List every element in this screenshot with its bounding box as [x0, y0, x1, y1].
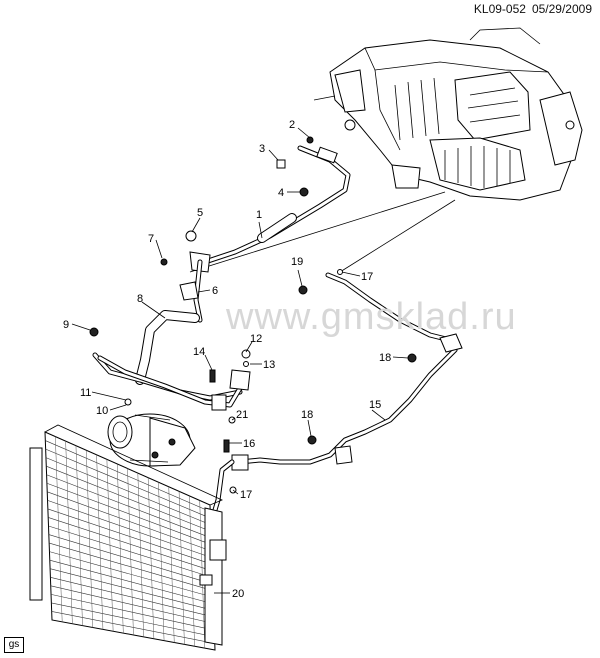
callout-16: 16	[243, 438, 255, 450]
diagram-date: 05/29/2009	[531, 2, 592, 16]
leader-module-c	[189, 191, 446, 273]
callout-20: 20	[232, 588, 244, 600]
condenser-tube-line	[147, 477, 155, 639]
condenser-tube-line	[127, 468, 134, 636]
condenser-tube-line	[96, 454, 104, 630]
hvac-module	[329, 27, 583, 201]
condenser-tube-line	[75, 445, 83, 626]
condenser-fins	[45, 436, 215, 649]
condenser-tube-line	[116, 463, 124, 634]
diagram-code: KL09-052	[473, 2, 526, 16]
gs-badge: gs	[4, 637, 24, 653]
callout-12: 12	[250, 333, 262, 345]
condenser-tube-line	[158, 482, 165, 641]
callout-leaders	[71, 127, 409, 594]
callout-21: 21	[236, 409, 248, 421]
callout-2: 2	[289, 119, 295, 131]
callout-7: 7	[148, 233, 154, 245]
hose-assembly-1	[189, 145, 351, 273]
liquid-line-15	[209, 272, 463, 523]
condenser-tube-line	[168, 486, 175, 643]
callout-14: 14	[193, 346, 205, 358]
hose-assembly-8	[92, 259, 251, 411]
condenser-tube-line	[106, 459, 114, 632]
callout-19: 19	[291, 256, 303, 268]
condenser-tube-line	[65, 441, 73, 624]
leader-module-b	[339, 199, 456, 273]
condenser-tube-line	[199, 500, 206, 649]
condenser-tube-line	[137, 473, 144, 637]
callout-18-lower: 18	[301, 409, 313, 421]
condenser-tube-line	[55, 436, 63, 622]
callout-10: 10	[96, 405, 108, 417]
compressor	[107, 413, 196, 467]
watermark: www.gmsklad.ru	[226, 296, 517, 338]
condenser	[29, 424, 227, 651]
callout-17-lower: 17	[240, 489, 252, 501]
callout-5: 5	[197, 207, 203, 219]
condenser-tube-line	[86, 450, 93, 628]
callout-15: 15	[369, 399, 381, 411]
condenser-tube-line	[178, 491, 185, 645]
leader-module-a	[313, 95, 336, 101]
callout-9: 9	[63, 319, 69, 331]
callout-13: 13	[263, 359, 275, 371]
callout-8: 8	[137, 293, 143, 305]
diagram-header: KL09-052 05/29/2009	[468, 2, 592, 16]
callout-11: 11	[80, 387, 91, 399]
callout-6: 6	[212, 285, 218, 297]
callout-1: 1	[256, 209, 262, 221]
callout-18-right: 18	[379, 352, 391, 364]
condenser-tube-line	[189, 495, 195, 647]
callout-4: 4	[278, 187, 284, 199]
callout-17-upper: 17	[361, 271, 373, 283]
callout-3: 3	[259, 143, 265, 155]
callout-labels: 2 3 4 5 1 7 6 8 9 12 13 14 11 10 21 16 1…	[63, 119, 391, 600]
